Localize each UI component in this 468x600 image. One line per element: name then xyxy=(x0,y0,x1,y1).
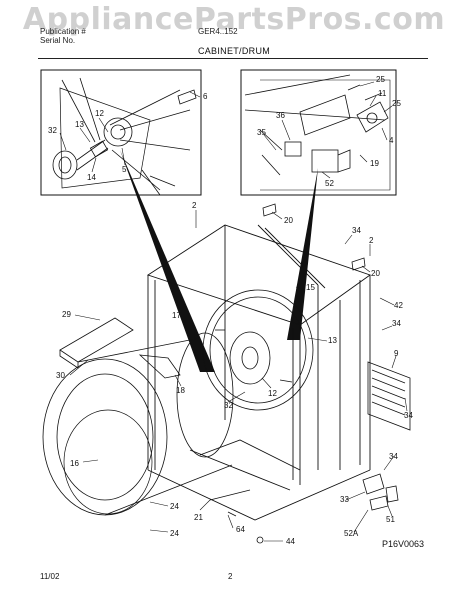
callout-42: 42 xyxy=(394,301,403,310)
callout-44: 44 xyxy=(286,537,295,546)
vent-grille xyxy=(367,361,411,431)
publication-label: Publication # xyxy=(40,27,86,36)
callout-20-top: 20 xyxy=(284,216,293,225)
callout-32-main: 32 xyxy=(224,401,233,410)
callout-34-bottom: 34 xyxy=(389,452,398,461)
callout-35: 35 xyxy=(257,128,266,137)
inset-right xyxy=(240,69,397,196)
callout-16: 16 xyxy=(70,459,79,468)
drum xyxy=(42,332,234,516)
callout-52: 52 xyxy=(325,179,334,188)
footer-page-number: 2 xyxy=(228,572,233,581)
callout-36: 36 xyxy=(276,111,285,120)
callout-12: 12 xyxy=(95,109,104,118)
callout-24-upper: 24 xyxy=(170,502,179,511)
callout-12-main: 12 xyxy=(268,389,277,398)
watermark: AppliancePartsPros.com xyxy=(22,2,446,37)
callout-32: 32 xyxy=(48,126,57,135)
callout-30: 30 xyxy=(56,371,65,380)
header-rule xyxy=(38,58,428,59)
clip-parts xyxy=(227,203,399,544)
callout-9: 9 xyxy=(394,349,399,358)
callout-14: 14 xyxy=(87,173,96,182)
model-label: GER4..152 xyxy=(198,27,238,36)
serial-label: Serial No. xyxy=(40,36,76,45)
callout-4: 4 xyxy=(389,136,394,145)
baffle-part xyxy=(59,317,134,369)
footer-date: 11/02 xyxy=(40,572,60,581)
bulkhead xyxy=(202,289,314,411)
callout-5: 5 xyxy=(122,165,127,174)
cabinet-frame xyxy=(146,224,371,521)
callout-25-lower: 25 xyxy=(392,99,401,108)
leader-wedge-right xyxy=(287,168,318,340)
callout-13: 13 xyxy=(75,120,84,129)
callout-15: 15 xyxy=(306,283,315,292)
callout-34-top: 34 xyxy=(352,226,361,235)
callout-17: 17 xyxy=(172,311,181,320)
callout-13-main: 13 xyxy=(328,336,337,345)
callout-19: 19 xyxy=(370,159,379,168)
callout-2-right: 2 xyxy=(369,236,374,245)
callout-18: 18 xyxy=(176,386,185,395)
callout-20-right: 20 xyxy=(371,269,380,278)
callout-34-grille: 34 xyxy=(404,411,413,420)
callout-33: 33 xyxy=(340,495,349,504)
callout-6: 6 xyxy=(203,92,208,101)
diagram-code: P16V0063 xyxy=(382,539,425,549)
callout-34-mid: 34 xyxy=(392,319,401,328)
callout-labels: 6 12 13 32 14 5 25 11 25 36 35 4 52 19 2… xyxy=(48,75,413,546)
inset-left xyxy=(40,69,202,196)
callout-29: 29 xyxy=(62,310,71,319)
callout-2-top: 2 xyxy=(192,201,197,210)
callout-51: 51 xyxy=(386,515,395,524)
callout-64: 64 xyxy=(236,525,245,534)
section-title: CABINET/DRUM xyxy=(197,46,271,56)
callout-24-lower: 24 xyxy=(170,529,179,538)
callout-21: 21 xyxy=(194,513,203,522)
callout-25-top: 25 xyxy=(376,75,385,84)
leader-lines xyxy=(59,81,408,542)
leader-wedge-left xyxy=(120,150,215,372)
callout-52A: 52A xyxy=(344,529,359,538)
callout-11: 11 xyxy=(378,89,387,98)
